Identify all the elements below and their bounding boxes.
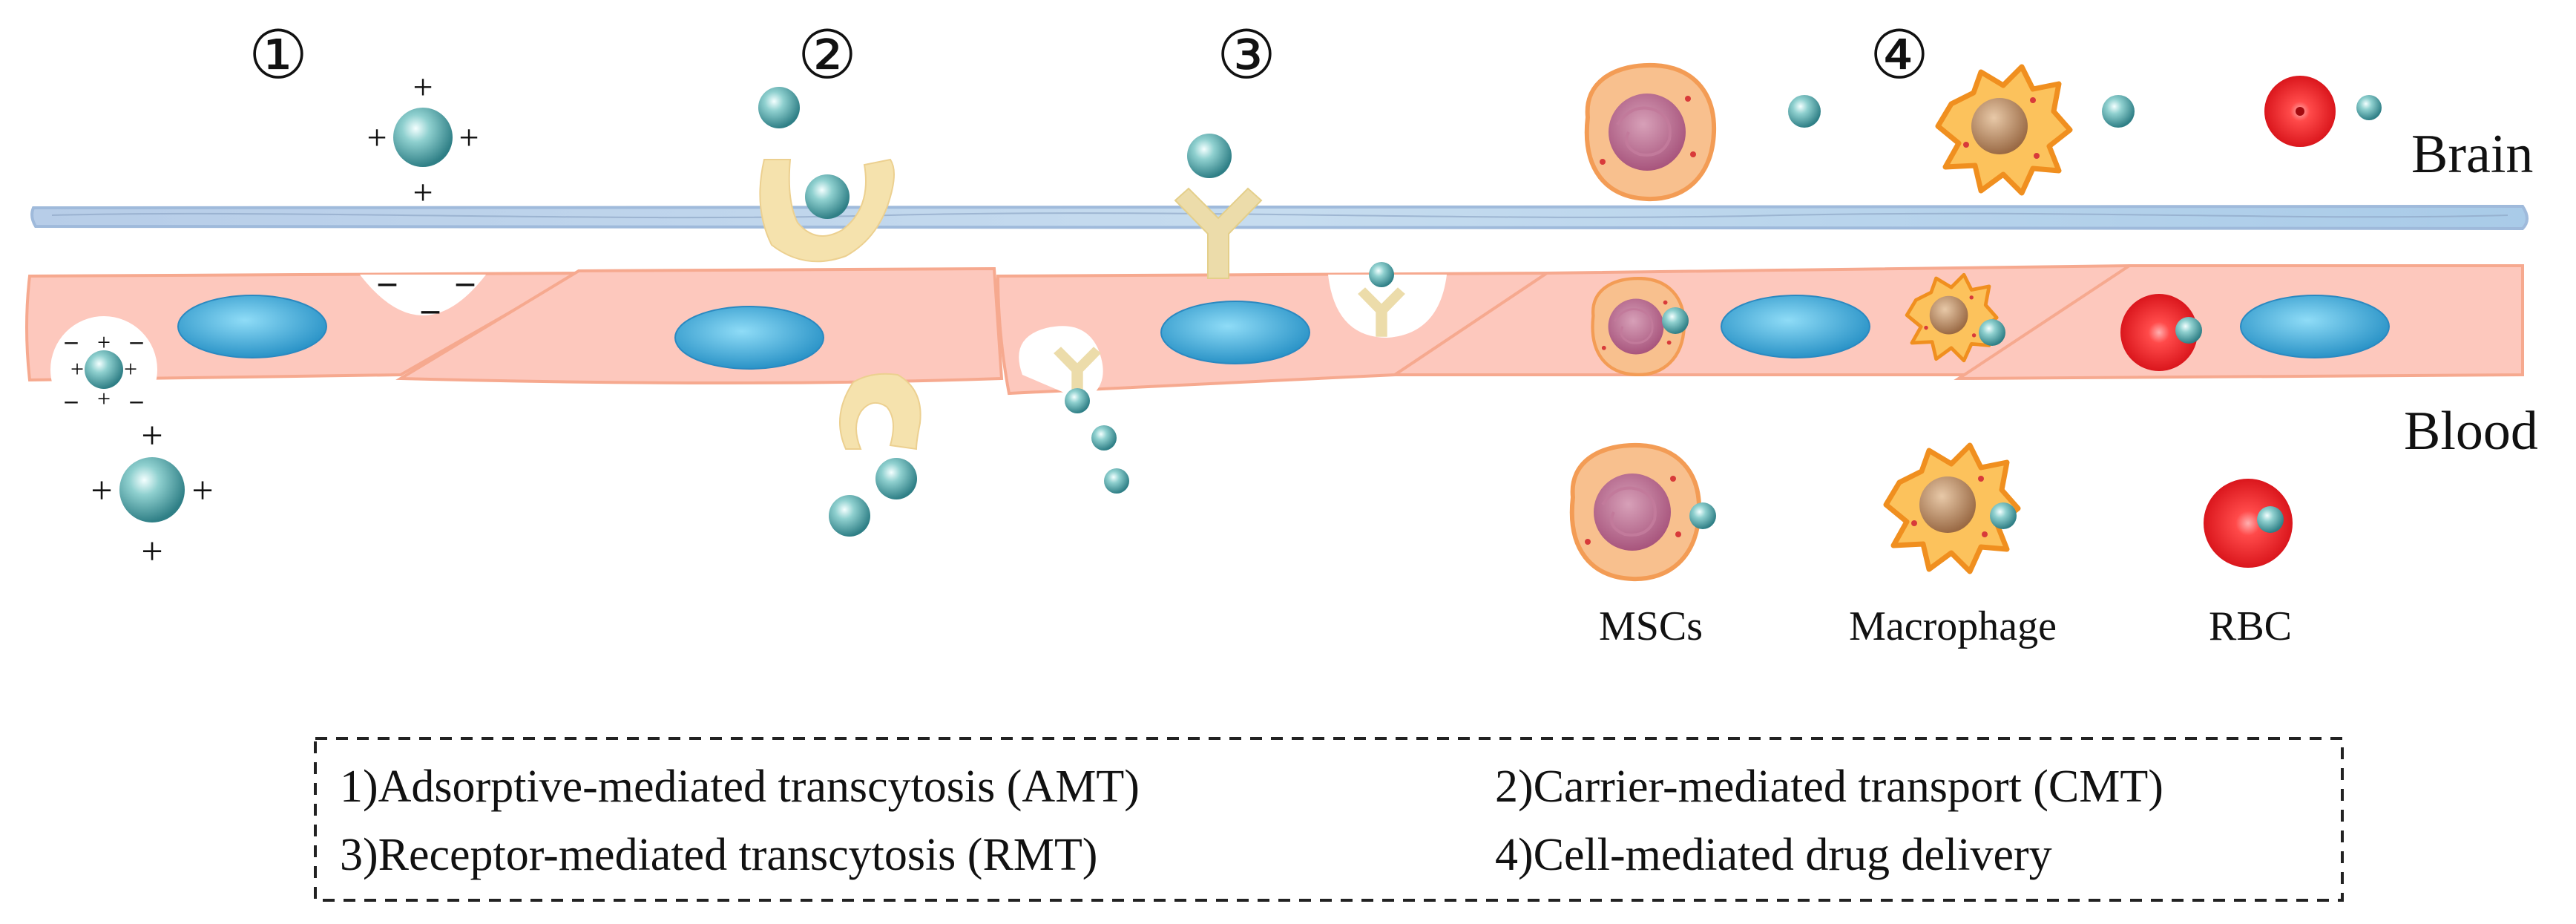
nanoparticle xyxy=(1979,319,2005,346)
nucleus xyxy=(1160,301,1310,364)
msc-cell xyxy=(1587,65,1714,199)
legend-frame xyxy=(314,737,2344,902)
nanoparticle xyxy=(758,87,800,128)
svg-text:+: + xyxy=(141,415,162,457)
nanoparticle xyxy=(1065,388,1090,413)
nanoparticle xyxy=(875,458,917,499)
nanoparticle xyxy=(805,174,850,219)
nanoparticle xyxy=(1689,502,1716,529)
cell-label-macrophage: Macrophage xyxy=(1849,603,2057,649)
nanoparticle xyxy=(829,495,870,537)
cell-label-rbc: RBC xyxy=(2209,603,2292,649)
nanoparticle xyxy=(1788,95,1821,128)
nucleus xyxy=(177,295,327,358)
region-label-blood: Blood xyxy=(2404,401,2538,462)
nanoparticle xyxy=(2175,317,2202,344)
svg-text:+: + xyxy=(70,355,84,382)
svg-text:+: + xyxy=(191,470,213,512)
svg-text:–: – xyxy=(456,262,475,301)
carrier-protein xyxy=(759,158,895,263)
nanoparticle xyxy=(1990,502,2017,529)
svg-text:+: + xyxy=(97,385,111,412)
nanoparticle xyxy=(2257,506,2284,533)
region-label-brain: Brain xyxy=(2411,124,2533,185)
nucleus xyxy=(674,306,824,370)
nanoparticle xyxy=(2102,95,2135,128)
step-marker-1: ① xyxy=(249,19,309,93)
step-marker-4: ④ xyxy=(1870,19,1930,93)
nucleus xyxy=(2240,295,2390,358)
nanoparticle xyxy=(2356,95,2382,120)
svg-text:+: + xyxy=(413,68,433,107)
svg-text:+: + xyxy=(91,470,112,512)
step-marker-2: ② xyxy=(798,19,858,93)
cationic-nanoparticle: + + + + xyxy=(91,415,213,573)
svg-text:+: + xyxy=(124,355,137,382)
basement-membrane xyxy=(30,204,2529,231)
carrier-protein xyxy=(839,373,921,450)
nanoparticle xyxy=(1187,134,1232,178)
step-marker-3: ③ xyxy=(1217,19,1277,93)
legend-item-rmt: 3)Receptor-mediated transcytosis (RMT) xyxy=(340,830,1097,880)
receptor xyxy=(1054,347,1101,396)
nanoparticle xyxy=(1091,425,1117,450)
rbc-cell xyxy=(2120,294,2198,371)
rbc-cell xyxy=(2264,76,2336,147)
msc-cell xyxy=(1572,445,1699,579)
cell-mediated-pathway xyxy=(1572,65,2382,579)
svg-text:+: + xyxy=(97,329,111,355)
cell-label-mscs: MSCs xyxy=(1599,603,1703,649)
nanoparticle xyxy=(1104,468,1129,494)
svg-text:+: + xyxy=(367,118,387,157)
legend-item-amt: 1)Adsorptive-mediated transcytosis (AMT) xyxy=(340,761,1140,812)
svg-text:–: – xyxy=(421,289,440,329)
svg-text:–: – xyxy=(378,262,397,301)
cationic-nanoparticle: + + + + xyxy=(367,68,479,212)
amt-pathway: + + + + – – – + + + + – – – – + + + + xyxy=(50,68,486,573)
svg-text:–: – xyxy=(130,327,144,355)
nanoparticle xyxy=(1369,262,1394,287)
legend-item-cell-mediated: 4)Cell-mediated drug delivery xyxy=(1495,830,2052,880)
svg-text:–: – xyxy=(130,387,144,414)
receptor xyxy=(1174,187,1263,279)
rmt-pathway xyxy=(1019,134,1447,494)
svg-text:–: – xyxy=(65,327,79,355)
nanoparticle xyxy=(1662,307,1689,334)
membrane-pit xyxy=(360,275,486,315)
svg-text:+: + xyxy=(459,118,479,157)
rbc-cell xyxy=(2204,479,2293,568)
svg-text:–: – xyxy=(65,387,79,414)
cmt-pathway xyxy=(758,87,921,537)
legend: 1)Adsorptive-mediated transcytosis (AMT)… xyxy=(314,737,2344,902)
legend-item-cmt: 2)Carrier-mediated transport (CMT) xyxy=(1495,761,2163,812)
svg-text:+: + xyxy=(141,531,162,573)
macrophage-cell xyxy=(1938,67,2070,193)
receptor xyxy=(1358,287,1405,337)
nucleus xyxy=(1721,295,1870,358)
svg-text:+: + xyxy=(413,173,433,212)
